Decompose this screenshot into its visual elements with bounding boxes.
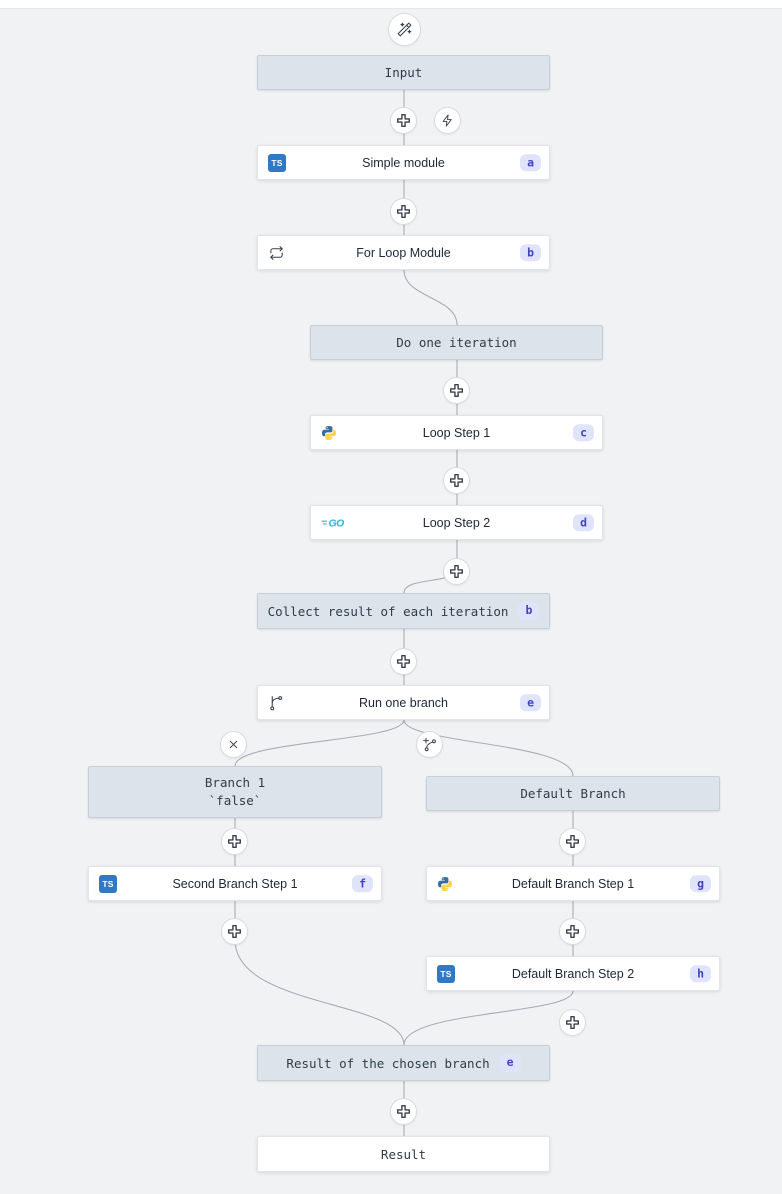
add-step-button[interactable] — [390, 107, 417, 134]
add-step-button[interactable] — [390, 198, 417, 225]
node-for-loop-module-label: For Loop Module — [356, 245, 451, 260]
node-result-label: Result — [380, 1146, 427, 1162]
node-badge: d — [573, 513, 594, 532]
add-step-button[interactable] — [443, 377, 470, 404]
node-badge: b — [518, 602, 540, 620]
plus-icon — [449, 473, 464, 488]
node-default-branch[interactable]: Default Branch — [426, 776, 720, 811]
node-result[interactable]: Result — [257, 1136, 550, 1172]
for-loop-icon — [268, 244, 285, 261]
python-icon — [438, 876, 452, 891]
add-step-button[interactable] — [390, 1098, 417, 1125]
go-icon: GO — [321, 517, 345, 529]
plus-icon — [449, 564, 464, 579]
go-icon: GO — [321, 516, 347, 530]
go-icon-text: GO — [329, 517, 345, 529]
branch-add-icon — [422, 737, 436, 751]
plus-icon — [565, 834, 580, 849]
add-step-button[interactable] — [559, 828, 586, 855]
node-badge: c — [573, 423, 594, 442]
repeat-icon — [270, 245, 283, 260]
bolt-icon — [442, 114, 452, 127]
plus-icon — [396, 113, 411, 128]
node-default-branch-label: Default Branch — [520, 786, 626, 801]
node-loop-step-1[interactable]: Loop Step 1 c — [310, 415, 603, 450]
node-input-label: Input — [384, 65, 423, 80]
node-collect-result-label: Collect result of each iteration — [267, 603, 509, 619]
node-loop-step-1-label: Loop Step 1 — [422, 425, 491, 440]
node-do-one-iteration-label: Do one iteration — [396, 335, 517, 350]
plus-icon — [396, 654, 411, 669]
node-second-branch-step-1-label: Second Branch Step 1 — [172, 876, 298, 891]
node-loop-step-2-label: Loop Step 2 — [422, 515, 491, 530]
branch-icon — [270, 695, 283, 710]
branch-icon — [268, 694, 285, 711]
remove-branch-button[interactable] — [220, 731, 247, 758]
plus-icon — [227, 834, 242, 849]
node-for-loop-module[interactable]: For Loop Module b — [257, 235, 550, 270]
typescript-icon: TS — [99, 874, 117, 893]
add-step-button[interactable] — [221, 918, 248, 945]
python-icon — [321, 425, 337, 441]
add-branch-button[interactable] — [416, 731, 443, 758]
ai-flow-builder-button[interactable] — [388, 13, 421, 46]
node-result-of-chosen-branch-label: Result of the chosen branch — [286, 1055, 490, 1071]
add-step-button[interactable] — [559, 918, 586, 945]
plus-icon — [449, 383, 464, 398]
node-badge: h — [690, 964, 711, 983]
node-branch-1[interactable]: Branch 1 `false` — [88, 766, 382, 818]
plus-icon — [396, 204, 411, 219]
python-icon — [322, 425, 336, 440]
node-run-one-branch[interactable]: Run one branch e — [257, 685, 550, 720]
node-default-branch-step-1-label: Default Branch Step 1 — [511, 876, 635, 891]
node-simple-module-label: Simple module — [362, 155, 445, 170]
typescript-icon: TS — [268, 153, 286, 172]
node-collect-result-row: Collect result of each iteration b — [268, 602, 540, 620]
node-branch-1-condition: `false` — [208, 793, 262, 808]
node-branch-1-label: Branch 1 — [204, 774, 266, 790]
node-badge: e — [520, 693, 541, 712]
node-badge: f — [352, 874, 373, 893]
add-step-button[interactable] — [443, 467, 470, 494]
node-collect-result[interactable]: Collect result of each iteration b — [257, 593, 550, 629]
node-badge: b — [520, 243, 541, 262]
node-default-branch-step-2[interactable]: TS Default Branch Step 2 h — [426, 956, 720, 991]
node-loop-step-2[interactable]: GO Loop Step 2 d — [310, 505, 603, 540]
node-default-branch-step-2-label: Default Branch Step 2 — [511, 966, 635, 981]
close-icon — [229, 740, 238, 749]
node-input[interactable]: Input — [257, 55, 550, 90]
plus-icon — [565, 1015, 580, 1030]
node-do-one-iteration[interactable]: Do one iteration — [310, 325, 603, 360]
python-icon — [437, 876, 453, 892]
typescript-icon: TS — [437, 964, 455, 983]
node-default-branch-step-1[interactable]: Default Branch Step 1 g — [426, 866, 720, 901]
plus-icon — [565, 924, 580, 939]
node-badge: a — [520, 153, 541, 172]
add-trigger-button[interactable] — [434, 107, 461, 134]
plus-icon — [396, 1104, 411, 1119]
node-result-of-chosen-branch-row: Result of the chosen branch e — [286, 1054, 521, 1072]
add-step-button[interactable] — [390, 648, 417, 675]
node-badge: g — [690, 874, 711, 893]
add-step-button[interactable] — [221, 828, 248, 855]
plus-icon — [227, 924, 242, 939]
node-simple-module[interactable]: TS Simple module a — [257, 145, 550, 180]
add-step-button[interactable] — [443, 558, 470, 585]
node-run-one-branch-label: Run one branch — [359, 695, 448, 710]
top-border-bar — [0, 0, 782, 9]
node-badge: e — [499, 1054, 521, 1072]
node-result-of-chosen-branch[interactable]: Result of the chosen branch e — [257, 1045, 550, 1081]
add-step-button[interactable] — [559, 1009, 586, 1036]
wand-icon — [397, 22, 412, 37]
node-second-branch-step-1[interactable]: TS Second Branch Step 1 f — [88, 866, 382, 901]
